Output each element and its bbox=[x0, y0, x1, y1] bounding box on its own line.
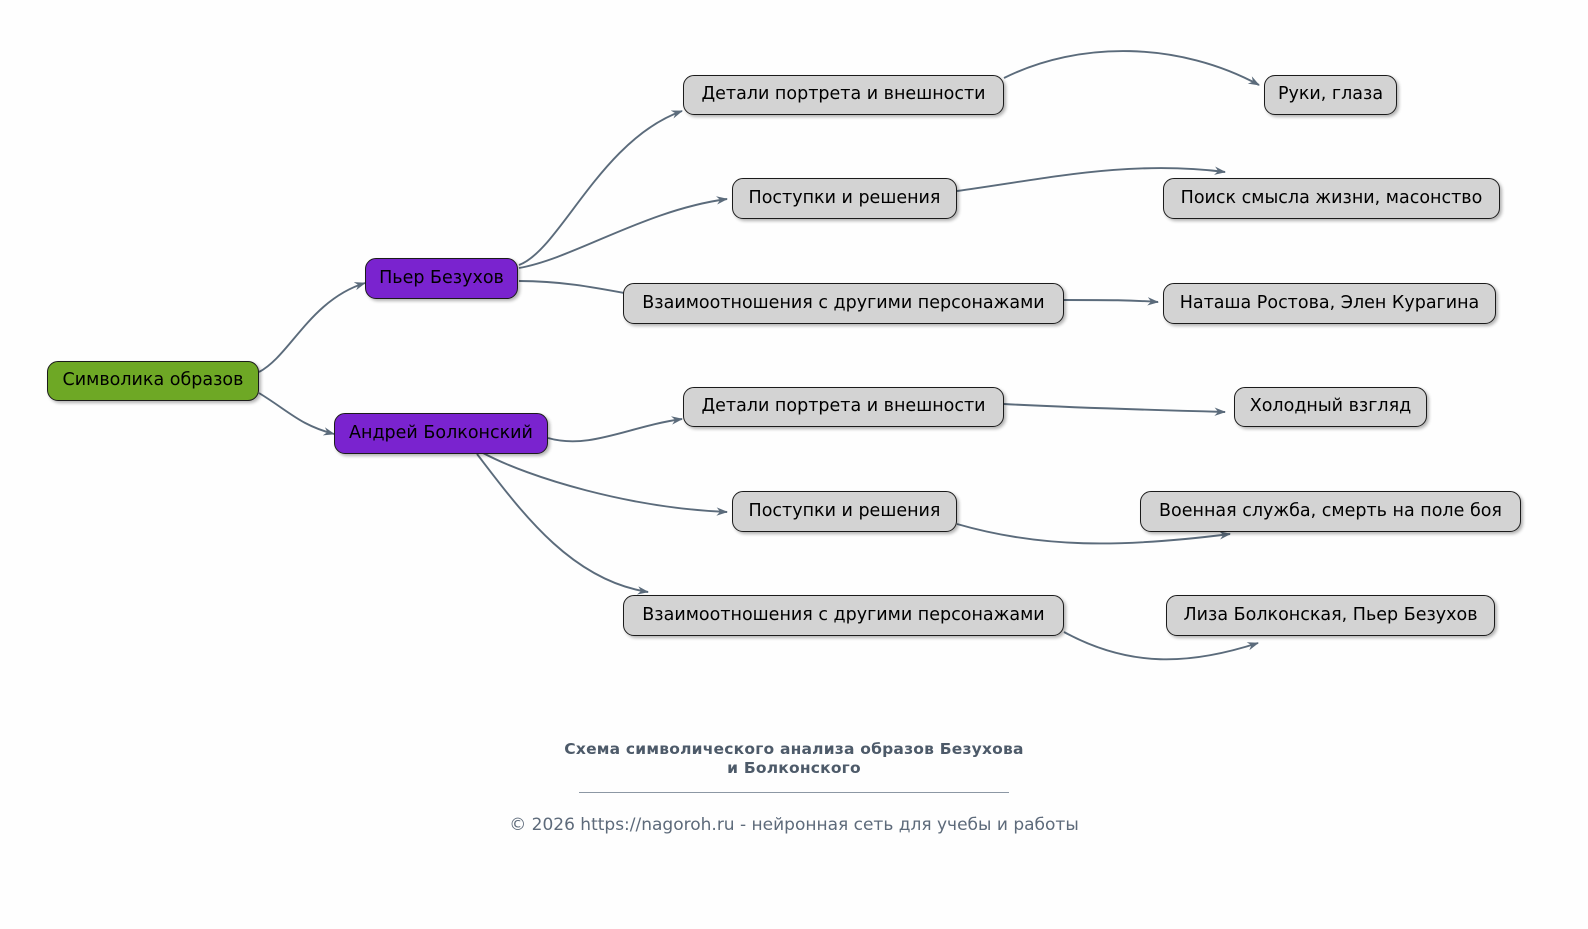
node-andrei-relations-detail-label: Лиза Болконская, Пьер Безухов bbox=[1183, 604, 1478, 625]
edge-pierre-to-actions bbox=[518, 196, 728, 269]
node-pierre-relations-label: Взаимоотношения с другими персонажами bbox=[642, 292, 1045, 313]
node-andrei-portrait-detail[interactable]: Холодный взгляд bbox=[1234, 387, 1427, 427]
edge-andrei-portrait-to-detail bbox=[1003, 403, 1226, 416]
edge-andrei-relations-to-detail bbox=[1063, 631, 1259, 661]
node-pierre-relations[interactable]: Взаимоотношения с другими персонажами bbox=[623, 283, 1064, 324]
node-andrei-portrait-label: Детали портрета и внешности bbox=[701, 396, 986, 417]
edge-root-to-pierre bbox=[258, 282, 366, 373]
footer: Схема символического анализа образов Без… bbox=[0, 740, 1588, 835]
node-pierre-actions[interactable]: Поступки и решения bbox=[732, 178, 957, 219]
node-andrei-relations-detail[interactable]: Лиза Болконская, Пьер Безухов bbox=[1166, 595, 1495, 636]
diagram-title: Схема символического анализа образов Без… bbox=[0, 740, 1588, 778]
node-andrei-portrait-detail-label: Холодный взгляд bbox=[1249, 396, 1412, 417]
node-pierre-portrait-detail-label: Руки, глаза bbox=[1277, 84, 1384, 105]
edge-root-to-andrei bbox=[258, 392, 335, 436]
node-andrei-portrait[interactable]: Детали портрета и внешности bbox=[683, 387, 1004, 427]
node-andrei-relations-label: Взаимоотношения с другими персонажами bbox=[642, 604, 1045, 625]
footer-copyright: © 2026 https://nagoroh.ru - нейронная се… bbox=[509, 814, 1079, 835]
node-andrei-actions-detail-label: Военная служба, смерть на поле боя bbox=[1159, 500, 1502, 521]
node-pierre-actions-label: Поступки и решения bbox=[748, 187, 941, 208]
node-andrei-actions-detail[interactable]: Военная служба, смерть на поле боя bbox=[1140, 491, 1521, 532]
edge-andrei-to-actions bbox=[482, 452, 728, 516]
node-andrei-actions[interactable]: Поступки и решения bbox=[732, 491, 957, 532]
node-pierre-actions-detail-label: Поиск смысла жизни, масонство bbox=[1180, 187, 1483, 208]
node-pierre-portrait-label: Детали портрета и внешности bbox=[701, 84, 986, 105]
node-pierre-relations-detail[interactable]: Наташа Ростова, Элен Курагина bbox=[1163, 283, 1496, 324]
node-pierre-label: Пьер Безухов bbox=[379, 267, 504, 288]
node-root[interactable]: Символика образов bbox=[47, 361, 259, 401]
node-andrei[interactable]: Андрей Болконский bbox=[334, 413, 548, 454]
diagram-title-line-1: Схема символического анализа образов Без… bbox=[564, 740, 1024, 758]
node-andrei-label: Андрей Болконский bbox=[349, 422, 533, 443]
edge-pierre-portrait-to-detail bbox=[1003, 50, 1260, 86]
node-andrei-actions-label: Поступки и решения bbox=[748, 500, 941, 521]
edge-pierre-to-portrait bbox=[518, 110, 683, 266]
footer-divider bbox=[579, 791, 1009, 793]
node-pierre-relations-detail-label: Наташа Ростова, Элен Курагина bbox=[1179, 292, 1480, 313]
edge-andrei-to-relations bbox=[476, 453, 649, 595]
node-andrei-relations[interactable]: Взаимоотношения с другими персонажами bbox=[623, 595, 1064, 636]
node-root-label: Символика образов bbox=[62, 370, 244, 391]
diagram-title-line-2: и Болконского bbox=[727, 758, 861, 777]
node-pierre[interactable]: Пьер Безухов bbox=[365, 258, 518, 299]
node-pierre-portrait[interactable]: Детали портрета и внешности bbox=[683, 75, 1004, 115]
edge-pierre-relations-to-detail bbox=[1063, 297, 1159, 306]
edge-andrei-to-portrait bbox=[547, 416, 683, 443]
node-pierre-actions-detail[interactable]: Поиск смысла жизни, масонство bbox=[1163, 178, 1500, 219]
node-pierre-portrait-detail[interactable]: Руки, глаза bbox=[1264, 75, 1397, 115]
